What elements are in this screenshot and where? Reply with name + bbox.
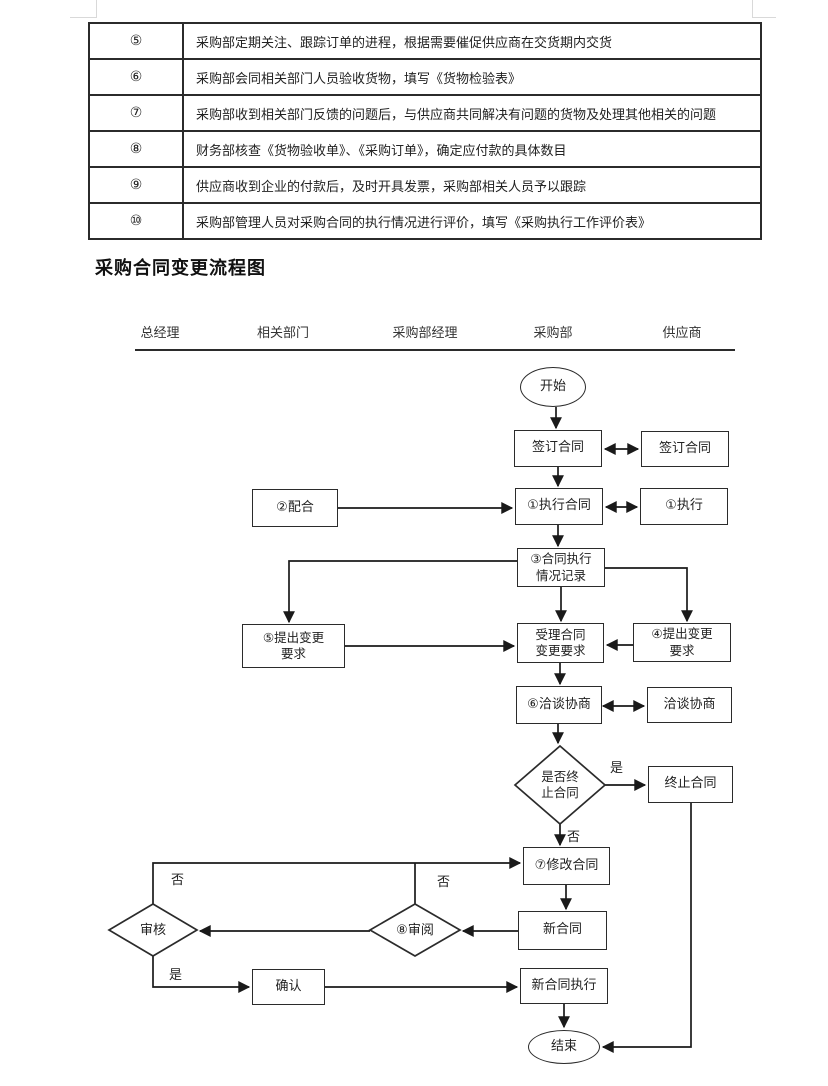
lane-header-related-departments: 相关部门 [256, 326, 310, 341]
negotiate-node: ⑥洽谈协商 [516, 686, 602, 724]
step-number: ⑦ [88, 94, 184, 132]
step-text: 供应商收到企业的付款后，及时开具发票，采购部相关人员予以跟踪 [182, 166, 762, 204]
execute-contract-node: ①执行合同 [515, 488, 603, 525]
start-node: 开始 [520, 367, 586, 407]
lane-header-supplier: 供应商 [662, 326, 702, 341]
yes-label-audit: 是 [169, 968, 183, 983]
step-number: ⑧ [88, 130, 184, 168]
lane-header-rule [135, 349, 735, 351]
no-label-review: 否 [437, 875, 451, 890]
step-number: ⑥ [88, 58, 184, 96]
sign-contract-node: 签订合同 [514, 430, 602, 467]
no-label-terminate: 否 [567, 830, 581, 845]
terminate-decision-diamond [513, 744, 607, 826]
table-row: ⑨ 供应商收到企业的付款后，及时开具发票，采购部相关人员予以跟踪 [88, 166, 762, 204]
audit-decision-diamond [107, 903, 199, 957]
step-text: 采购部会同相关部门人员验收货物，填写《货物检验表》 [182, 58, 762, 96]
audit-decision-label: 审核 [139, 923, 166, 938]
lane-header-general-manager: 总经理 [140, 326, 180, 341]
terminate-decision-label: 是否终 止合同 [541, 769, 579, 801]
step-text: 采购部定期关注、跟踪订单的进程，根据需要催促供应商在交货期内交货 [182, 22, 762, 60]
step-text: 采购部收到相关部门反馈的问题后，与供应商共同解决有问题的货物及处理其他相关的问题 [182, 94, 762, 132]
review-decision-label: ⑧审阅 [396, 923, 434, 938]
procedure-steps-table: ⑤ 采购部定期关注、跟踪订单的进程，根据需要催促供应商在交货期内交货 ⑥ 采购部… [88, 22, 762, 240]
table-row: ⑩ 采购部管理人员对采购合同的执行情况进行评价，填写《采购执行工作评价表》 [88, 202, 762, 240]
lane-header-purchasing-dept: 采购部 [533, 326, 573, 341]
end-node: 结束 [528, 1030, 600, 1064]
table-row: ⑥ 采购部会同相关部门人员验收货物，填写《货物检验表》 [88, 58, 762, 96]
section-title: 采购合同变更流程图 [95, 258, 266, 279]
page-edge-mark [752, 17, 776, 18]
step-number: ⑤ [88, 22, 184, 60]
execution-record-node: ③合同执行 情况记录 [517, 548, 605, 587]
lane-header-purchasing-manager: 采购部经理 [392, 326, 458, 341]
step-number: ⑩ [88, 202, 184, 240]
page-edge-mark [96, 0, 97, 17]
modify-contract-node: ⑦修改合同 [523, 847, 610, 885]
table-row: ⑧ 财务部核查《货物验收单》、《采购订单》，确定应付款的具体数目 [88, 130, 762, 168]
cooperate-node: ②配合 [252, 489, 338, 527]
confirm-node: 确认 [252, 969, 325, 1005]
step-text: 财务部核查《货物验收单》、《采购订单》，确定应付款的具体数目 [182, 130, 762, 168]
execute-supplier-node: ①执行 [640, 488, 728, 525]
review-decision-diamond [368, 903, 462, 957]
terminate-contract-node: 终止合同 [648, 766, 733, 803]
step-number: ⑨ [88, 166, 184, 204]
step-text: 采购部管理人员对采购合同的执行情况进行评价，填写《采购执行工作评价表》 [182, 202, 762, 240]
new-contract-node: 新合同 [518, 911, 607, 950]
table-row: ⑦ 采购部收到相关部门反馈的问题后，与供应商共同解决有问题的货物及处理其他相关的… [88, 94, 762, 132]
accept-change-node: 受理合同 变更要求 [517, 623, 604, 663]
page-edge-mark [752, 0, 753, 17]
new-contract-execute-node: 新合同执行 [520, 968, 608, 1004]
propose-change-dept-node: ⑤提出变更 要求 [242, 624, 345, 668]
page-edge-mark [70, 17, 97, 18]
no-label-audit: 否 [171, 873, 185, 888]
yes-label-terminate: 是 [610, 761, 624, 776]
table-row: ⑤ 采购部定期关注、跟踪订单的进程，根据需要催促供应商在交货期内交货 [88, 22, 762, 60]
sign-contract-supplier-node: 签订合同 [641, 431, 729, 467]
negotiate-supplier-node: 洽谈协商 [647, 687, 732, 723]
propose-change-supplier-node: ④提出变更 要求 [633, 623, 731, 662]
